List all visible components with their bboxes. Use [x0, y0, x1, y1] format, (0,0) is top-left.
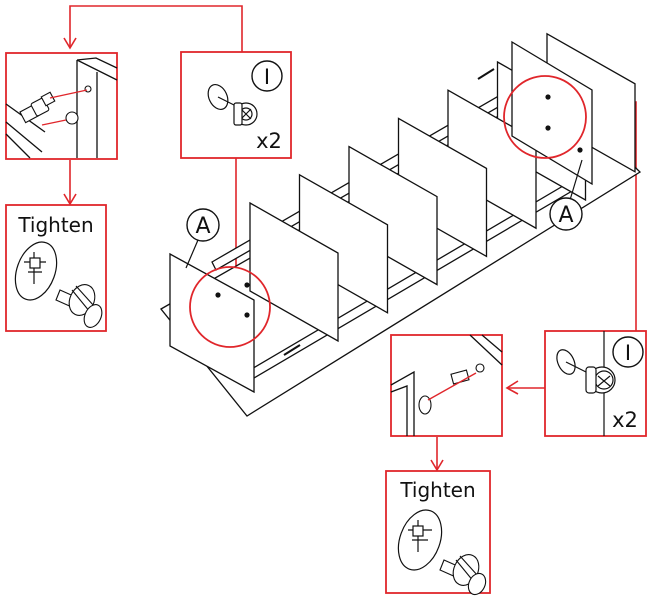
- detail-box-part-i-top: I x2: [180, 51, 292, 159]
- part-a-callout-left: A: [185, 208, 220, 269]
- floor-arrow-back: [477, 68, 495, 80]
- detail-circle-left: [189, 266, 271, 348]
- end-panel-left: [169, 252, 255, 394]
- detail-box-part-i-right: I x2: [544, 330, 647, 437]
- part-a-leader-left: [185, 239, 199, 269]
- tighten-box-bottom: Tighten: [385, 470, 491, 596]
- quantity-label-right: x2: [612, 408, 638, 432]
- insert-path-line-bottom: [427, 372, 477, 401]
- quantity-label-top: x2: [256, 129, 282, 153]
- part-a-leader-right: [569, 159, 583, 201]
- cam-hole: [577, 147, 583, 153]
- cam-hole: [244, 312, 250, 318]
- floor-arrow-front: [283, 344, 301, 356]
- cam-dowel-icon: [19, 85, 92, 125]
- part-a-label-right: A: [558, 203, 573, 228]
- cam-dowel-icon-bottom: [418, 363, 485, 415]
- cam-hole: [545, 125, 551, 131]
- shelving-unit: [160, 32, 642, 417]
- screwdriver-icon: [55, 284, 103, 328]
- panel-corner-icon-bottom: [390, 334, 503, 436]
- detail-box-dowel-bottom-frame: [390, 334, 503, 437]
- part-a-callout-right: A: [549, 159, 583, 231]
- part-i-label-right: I: [625, 341, 631, 365]
- insert-path-line-2: [41, 119, 67, 126]
- connector-top-detail-arrow: [63, 37, 77, 50]
- tighten-label-left: Tighten: [17, 213, 93, 237]
- detail-circle-right: [503, 75, 587, 159]
- part-i-label-top: I: [264, 65, 270, 89]
- tighten-label-bottom: Tighten: [399, 478, 475, 502]
- connector-bottom-arrow: [505, 380, 519, 395]
- connector-bottom-tighten-arrow: [430, 459, 444, 472]
- cam-hole: [244, 282, 250, 288]
- detail-box-cam-insert: [5, 52, 118, 160]
- detail-box-cam-insert-frame: [5, 52, 118, 160]
- part-a-label-left: A: [195, 214, 210, 239]
- detail-box-dowel-bottom: [390, 334, 503, 437]
- part-a-badge-right: [549, 197, 583, 231]
- cam-lock-icon-right: [556, 349, 616, 394]
- cam-lock-icon: [207, 84, 258, 126]
- part-i-badge-top: [251, 60, 283, 92]
- rotate-arrow-icon: [14, 241, 58, 301]
- screwdriver-icon-bottom: [439, 554, 487, 596]
- insert-path-line: [49, 89, 88, 99]
- floor-arrows: [283, 68, 495, 356]
- cam-hole: [215, 292, 221, 298]
- part-a-badge-left: [186, 208, 220, 242]
- connector-top-detail: [69, 5, 243, 52]
- divider-panel: [249, 201, 339, 343]
- rotate-arrow-icon-bottom: [397, 509, 443, 571]
- cam-hole: [545, 94, 551, 100]
- part-i-badge-right: [612, 336, 644, 368]
- tighten-box-left: Tighten: [5, 204, 107, 332]
- connector-left-tighten-arrow: [63, 193, 77, 206]
